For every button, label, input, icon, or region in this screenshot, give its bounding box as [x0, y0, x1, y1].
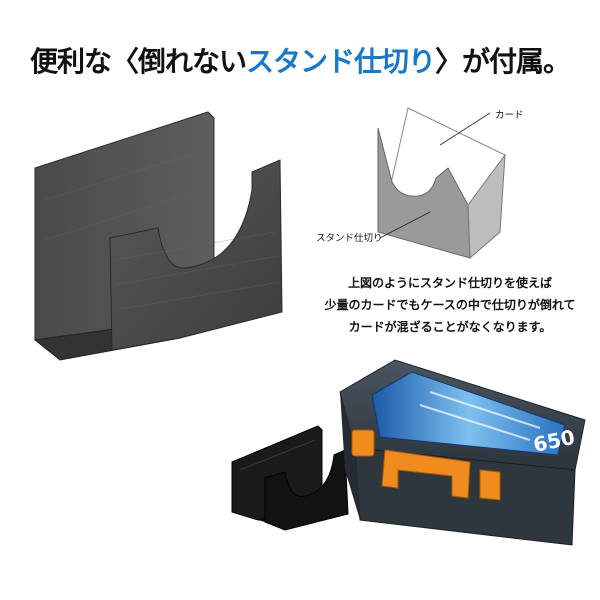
stand-partition-gray — [33, 111, 283, 361]
description-line-2: 少量のカードでもケースの中で仕切りが倒れて — [324, 298, 576, 312]
description-text: 上図のようにスタンド仕切りを使えば 少量のカードでもケースの中で仕切りが倒れて … — [300, 272, 600, 338]
headline-highlight: スタンド仕切り — [245, 45, 436, 78]
headline-part1: 便利な〈倒れない — [29, 45, 247, 78]
stand-partition-black — [231, 425, 349, 531]
diagram-card-and-stand — [377, 107, 506, 260]
case-handle — [381, 449, 471, 499]
case-latch-right — [479, 469, 501, 501]
product-case: 650 — [339, 359, 586, 546]
case-latch-left — [351, 429, 375, 457]
diagram-label-stand: スタンド仕切り — [316, 233, 383, 244]
diagram-label-card: カード — [495, 110, 524, 121]
headline: 便利な〈倒れないスタンド仕切り〉が付属。 — [0, 40, 600, 80]
headline-part2: 〉が付属。 — [435, 45, 571, 78]
description-line-3: カードが混ざることがなくなります。 — [348, 320, 552, 334]
description-line-1: 上図のようにスタンド仕切りを使えば — [347, 276, 552, 290]
